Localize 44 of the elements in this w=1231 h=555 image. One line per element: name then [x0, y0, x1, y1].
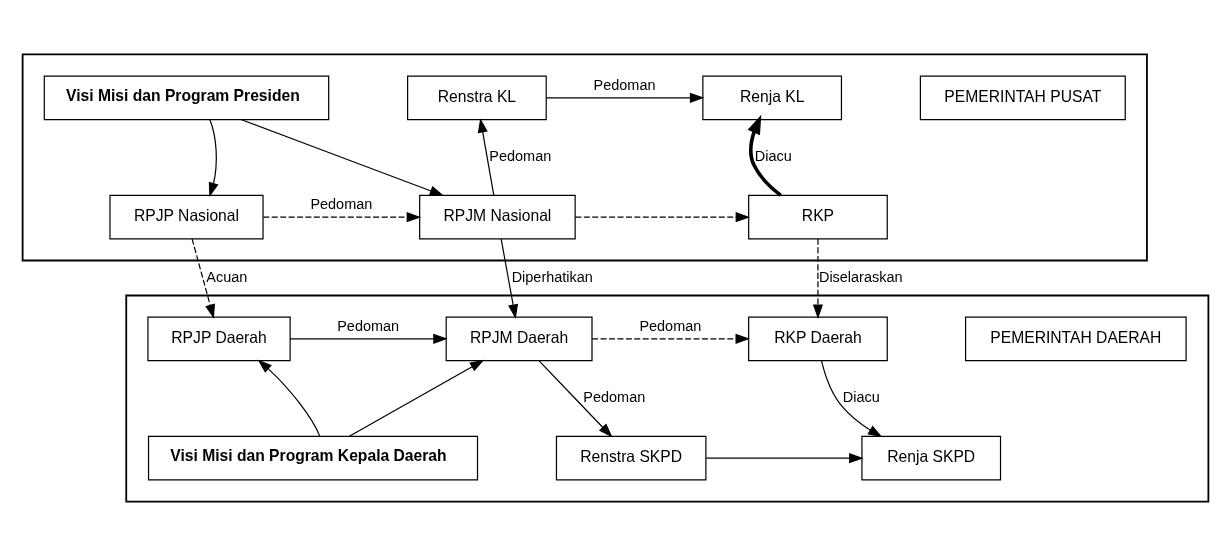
arrow: [348, 359, 485, 437]
edge-label: Diacu: [842, 388, 880, 405]
cluster: [21, 53, 1148, 261]
node-box: RKP Daerah: [748, 316, 888, 361]
edge-label: Diacu: [754, 147, 792, 164]
arrow: [500, 238, 519, 319]
arrow: [545, 92, 705, 103]
node-box: RPJM Daerah: [445, 316, 593, 361]
arrow: [591, 333, 750, 344]
node-box: Visi Misi dan Program Kepala Daerah: [147, 435, 479, 480]
arrow: [812, 238, 824, 319]
node-box: RPJM Nasional: [419, 194, 576, 239]
edge-label: Pedoman: [310, 195, 373, 212]
node-box: Renja KL: [702, 75, 843, 120]
node-box: RKP: [748, 194, 888, 239]
node-box: RPJP Nasional: [109, 194, 264, 239]
arrow: [257, 358, 321, 437]
arrow: [262, 211, 422, 222]
arrow: [574, 211, 751, 222]
arrow: [208, 118, 219, 197]
node-box: RPJP Daerah: [147, 316, 291, 361]
arrow: [289, 333, 448, 344]
arrow: [538, 359, 613, 438]
edge-label: Pedoman: [593, 76, 656, 93]
arrow: [705, 452, 864, 463]
node-box: Visi Misi dan Program Presiden: [43, 75, 330, 120]
node-box: PEMERINTAH PUSAT: [919, 75, 1126, 120]
edge-label: Pedoman: [337, 317, 400, 334]
edge-label: Diselaraskan: [818, 268, 903, 285]
node-box: Renstra KL: [407, 75, 547, 120]
arrow: [820, 359, 883, 437]
arrow: [747, 114, 782, 197]
arrow: [240, 118, 445, 196]
edge-label: Pedoman: [639, 317, 702, 334]
arrow: [191, 238, 215, 319]
arrow: [477, 117, 495, 196]
node-box: PEMERINTAH DAERAH: [964, 316, 1187, 361]
node-box: Renja SKPD: [861, 435, 1002, 480]
edge-label: Acuan: [206, 268, 248, 285]
cluster: [125, 294, 1210, 502]
edge-label: Pedoman: [583, 388, 646, 405]
edge-label: Diperhatikan: [511, 268, 593, 285]
edge-label: Pedoman: [489, 147, 552, 164]
node-box: Renstra SKPD: [555, 435, 707, 480]
